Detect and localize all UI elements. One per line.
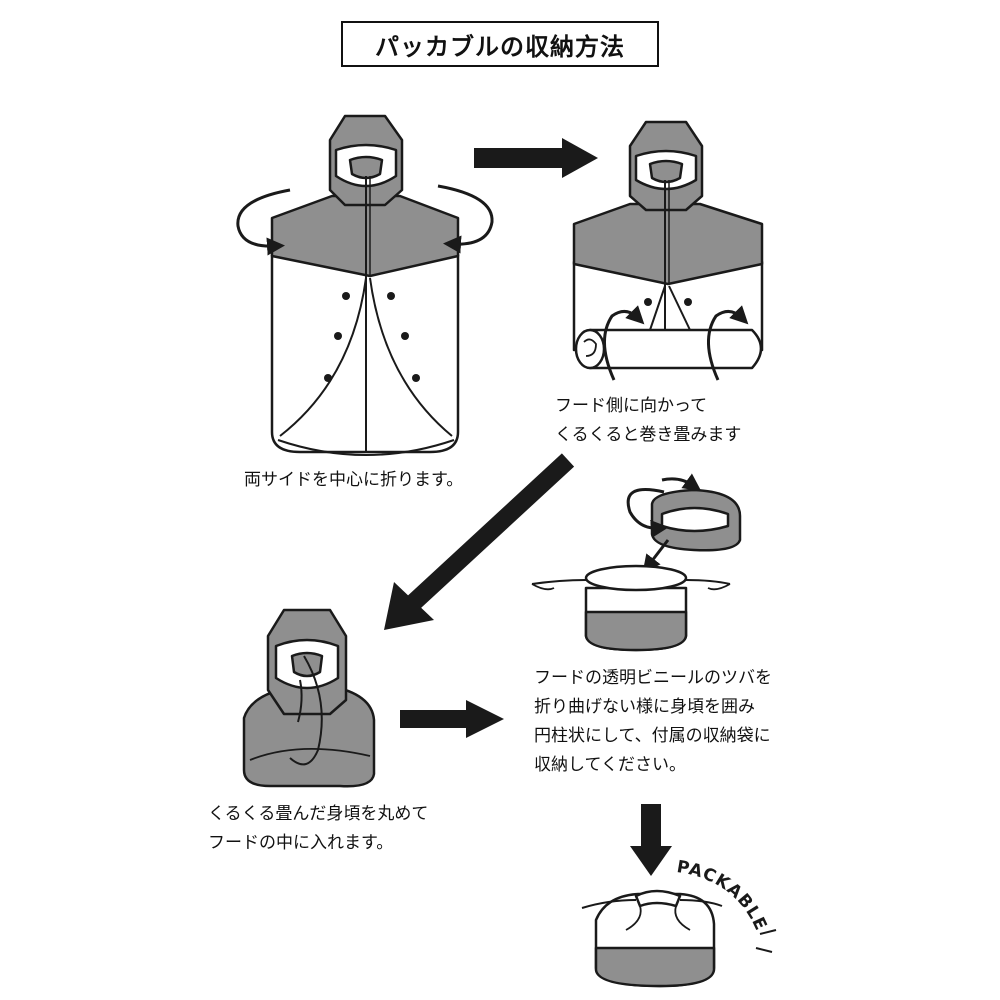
step2-roll-illustration (572, 120, 764, 381)
step3-caption: くるくる畳んだ身頃を丸めて フードの中に入れます。 (208, 804, 429, 853)
arrow-step4-to-bag (630, 804, 672, 876)
page-title: パッカブルの収納方法 (375, 32, 625, 61)
arrow-step3-to-step4 (400, 700, 504, 738)
arrow-step2-to-step3 (384, 453, 575, 630)
arrow-step1-to-step2 (474, 138, 598, 178)
title-box: パッカブルの収納方法 (341, 21, 659, 67)
step1-caption: 両サイドを中心に折ります。 (244, 470, 464, 490)
step2-caption: フード側に向かって くるくると巻き畳みます (555, 396, 742, 445)
step1-jacket-illustration (236, 114, 494, 456)
svg-text:PACKABLE: PACKABLE (675, 857, 770, 934)
packable-label: PACKABLE (675, 857, 769, 934)
step4-cylinder-illustration (531, 473, 742, 652)
step3-hood-illustration (242, 608, 376, 788)
step4-caption: フードの透明ビニールのツバを 折り曲げない様に身頃を囲み 円柱状にして、付属の収… (534, 668, 772, 775)
packable-bag-illustration (581, 889, 723, 988)
